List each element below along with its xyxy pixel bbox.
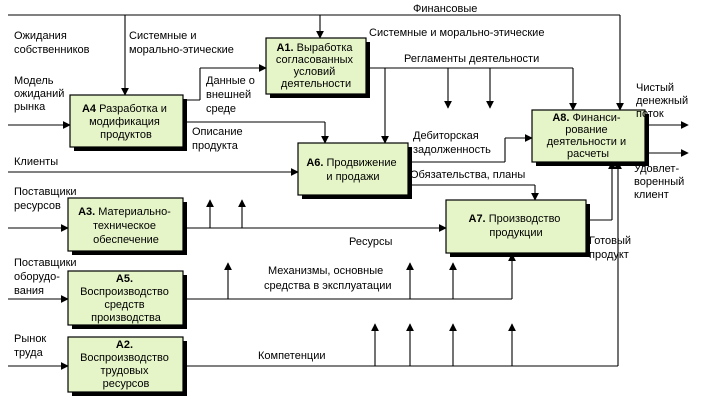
block-a3: А3. Материально- техническое обеспечение <box>67 197 187 255</box>
label-competencies: Компетенции <box>258 350 326 362</box>
label-product-desc: Описание продукта <box>192 126 246 152</box>
label-equipment-suppliers: Поставщики оборудо- вания <box>14 257 80 297</box>
label-owners-expect: Ожидания собственников <box>14 30 90 56</box>
block-a5-line2: средств <box>104 299 144 311</box>
block-a6-line2: и продажи <box>326 171 379 183</box>
block-a8-line2: рование <box>565 124 607 136</box>
block-a8-line4: расчеты <box>567 148 609 160</box>
block-a7-id: А7. <box>469 213 486 225</box>
block-a1-line2: согласованных <box>276 54 354 66</box>
label-market-model: Модель ожиданий рынка <box>14 75 67 113</box>
label-system-moral-right: Системные и морально-этические <box>369 27 544 39</box>
block-a3-id: А3. <box>78 206 95 218</box>
block-a2: А2. Воспроизводство трудовых ресурсов <box>67 336 187 396</box>
block-a8-line3: деятельности и <box>547 136 626 148</box>
label-resource-suppliers: Поставщики ресурсов <box>14 186 80 212</box>
label-receivables: Дебиторская задолженность <box>413 130 491 156</box>
block-a3-line3: обеспечение <box>93 234 159 246</box>
connectors <box>8 14 689 370</box>
label-labor-market: Рынок труда <box>14 333 49 359</box>
svg-text:А7. Производство продукц: А7. Производство продукции <box>469 213 564 239</box>
block-a1-line4: деятельности <box>281 78 351 90</box>
label-obligations: Обязательства, планы <box>410 169 525 181</box>
block-a1-line1: Выработка <box>297 42 354 54</box>
block-a7: А7. Производство продукции <box>445 199 590 257</box>
label-regulations: Регламенты деятельности <box>404 53 539 65</box>
block-a7-line2: продукции <box>489 227 542 239</box>
svg-text:А3. Материально- техниче: А3. Материально- техническое обеспечение <box>78 206 174 246</box>
svg-text:А5. Воспроизводство: А5. Воспроизводство средств производства <box>80 273 172 324</box>
block-a6-id: А6. <box>306 157 323 169</box>
block-a1: А1. Выработка согласованных условий деят… <box>265 37 370 98</box>
label-finished-product: Готовый продукт <box>589 235 634 261</box>
label-net-cash: Чистый денежный поток <box>636 82 691 120</box>
label-financial: Финансовые <box>413 3 477 15</box>
block-a2-line1: Воспроизводство <box>80 352 169 364</box>
label-satisfied-client: Удовлет- воренный клиент <box>634 163 687 201</box>
svg-text:А6. Продвижение и продаж: А6. Продвижение и продажи <box>306 157 399 183</box>
block-a2-line3: ресурсов <box>103 378 150 390</box>
svg-text:А1. Выработка согласован: А1. Выработка согласованных условий деят… <box>276 42 356 90</box>
block-a3-line2: техническое <box>93 220 156 232</box>
block-a4-line3: продуктов <box>100 129 152 141</box>
block-a5-line3: производства <box>91 312 162 324</box>
block-a3-line1: Материально- <box>98 206 171 218</box>
block-a2-line2: трудовых <box>100 365 148 377</box>
block-a5-id: А5. <box>116 273 133 285</box>
block-a8-line1: Финанси- <box>573 112 621 124</box>
block-a8: А8. Финанси- рование деятельности и расч… <box>531 109 649 166</box>
block-a4: А4 Разработка и модификация продуктов <box>69 94 187 151</box>
block-a1-line3: условий <box>294 66 336 78</box>
label-system-moral-left: Системные и морально-этические <box>129 30 234 56</box>
svg-text:А8. Финанси- рование: А8. Финанси- рование деятельности и расч… <box>547 112 629 160</box>
block-a4-id: А4 <box>82 103 97 115</box>
svg-text:А4 Разработка и модифика: А4 Разработка и модификация продуктов <box>82 103 170 141</box>
label-resources: Ресурсы <box>349 236 392 248</box>
label-clients: Клиенты <box>14 156 58 168</box>
block-a4-line2: модификация <box>89 116 160 128</box>
label-env-data: Данные о внешней среде <box>206 75 258 115</box>
block-a6: А6. Продвижение и продажи <box>297 142 412 199</box>
block-a1-id: А1. <box>276 42 293 54</box>
arrow-labels: Финансовые Ожидания собственников Систем… <box>14 3 691 362</box>
block-a7-line1: Производство <box>489 213 561 225</box>
block-a6-line1: Продвижение <box>327 157 397 169</box>
block-a2-id: А2. <box>116 339 133 351</box>
svg-text:А2. Воспроизводство: А2. Воспроизводство трудовых ресурсов <box>80 339 172 390</box>
label-mechanisms: Механизмы, основные средства в эксплуата… <box>264 265 392 292</box>
block-a8-id: А8. <box>552 112 569 124</box>
block-a4-line1: Разработка и <box>99 103 167 115</box>
block-a5: А5. Воспроизводство средств производства <box>67 270 187 329</box>
block-a5-line1: Воспроизводство <box>80 286 169 298</box>
